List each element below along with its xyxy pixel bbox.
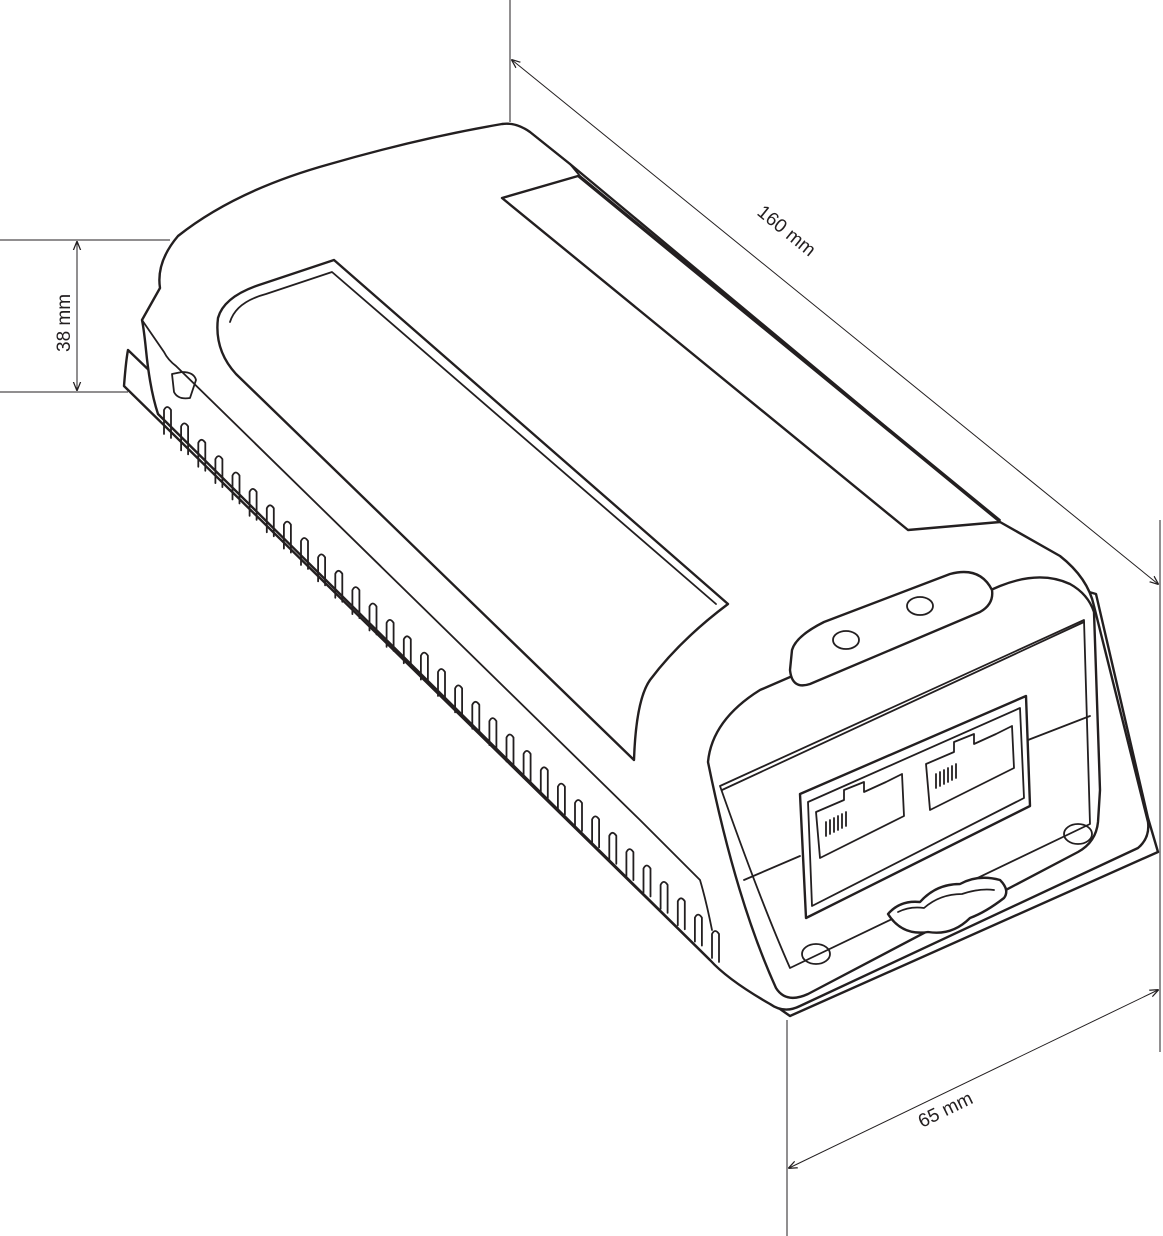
vent-rib [591, 815, 600, 849]
rj45-port [925, 725, 1015, 811]
height-label: 38 mm [54, 294, 75, 352]
vent-rib [557, 782, 566, 816]
vent-rib [180, 422, 189, 456]
housing-left-edge [141, 319, 713, 931]
width-label: 65 mm [915, 1088, 976, 1132]
side-ventilation-ribs [163, 406, 720, 963]
width-arrow [789, 990, 1158, 1168]
dimension-width: 65 mm [786, 990, 1158, 1236]
vent-rib [505, 733, 515, 767]
length-arrow [512, 60, 1158, 584]
vent-rib [402, 635, 412, 669]
vent-rib [539, 766, 549, 800]
housing-top-rim [529, 131, 1001, 521]
vent-rib [471, 700, 481, 734]
keyhole-slot-inner [897, 888, 995, 913]
vent-rib [642, 864, 652, 898]
vent-rib [522, 750, 532, 783]
vent-rib [231, 471, 241, 505]
vent-rib [711, 930, 720, 963]
vent-rib [454, 684, 463, 718]
top-panel [500, 174, 1002, 532]
vent-rib [574, 799, 583, 832]
vent-rib [334, 569, 344, 603]
vent-rib [248, 488, 258, 521]
label-recess [216, 258, 730, 762]
port-block-inner [807, 707, 1025, 907]
vent-rib [385, 619, 395, 652]
vent-rib [659, 881, 669, 914]
front-bracket [788, 570, 994, 687]
vent-rib [437, 668, 446, 701]
bracket-screw-hole-left [832, 630, 860, 650]
vent-rib [694, 913, 703, 947]
vent-rib [214, 455, 224, 488]
vent-rib [197, 438, 207, 472]
vent-rib [676, 897, 686, 931]
front-face-band-top [721, 621, 1085, 791]
poe-device [122, 122, 1160, 1018]
bracket-screw-hole-right [906, 596, 934, 616]
keyhole-slot [886, 876, 1008, 934]
vent-rib [300, 537, 309, 570]
mount-hole-right [1063, 823, 1093, 845]
front-face-band-bottom [743, 715, 1091, 881]
mount-hole-left [801, 943, 831, 965]
rj45-port [815, 773, 905, 859]
dimension-height: 38 mm [0, 239, 170, 393]
side-clip [171, 371, 197, 400]
vent-rib [283, 520, 292, 554]
vent-rib [488, 717, 498, 750]
port-block [798, 694, 1032, 920]
vent-rib [351, 586, 361, 619]
vent-rib [368, 602, 378, 636]
vent-rib [625, 848, 635, 881]
vent-rib [420, 651, 429, 685]
label-recess-inner [229, 271, 717, 605]
vent-rib [265, 504, 275, 538]
vent-rib [317, 553, 326, 587]
vent-rib [163, 406, 172, 439]
rj45-ports [815, 725, 1015, 859]
front-face-inner [719, 619, 1091, 969]
vent-rib [608, 831, 618, 865]
length-label: 160 mm [753, 202, 820, 262]
